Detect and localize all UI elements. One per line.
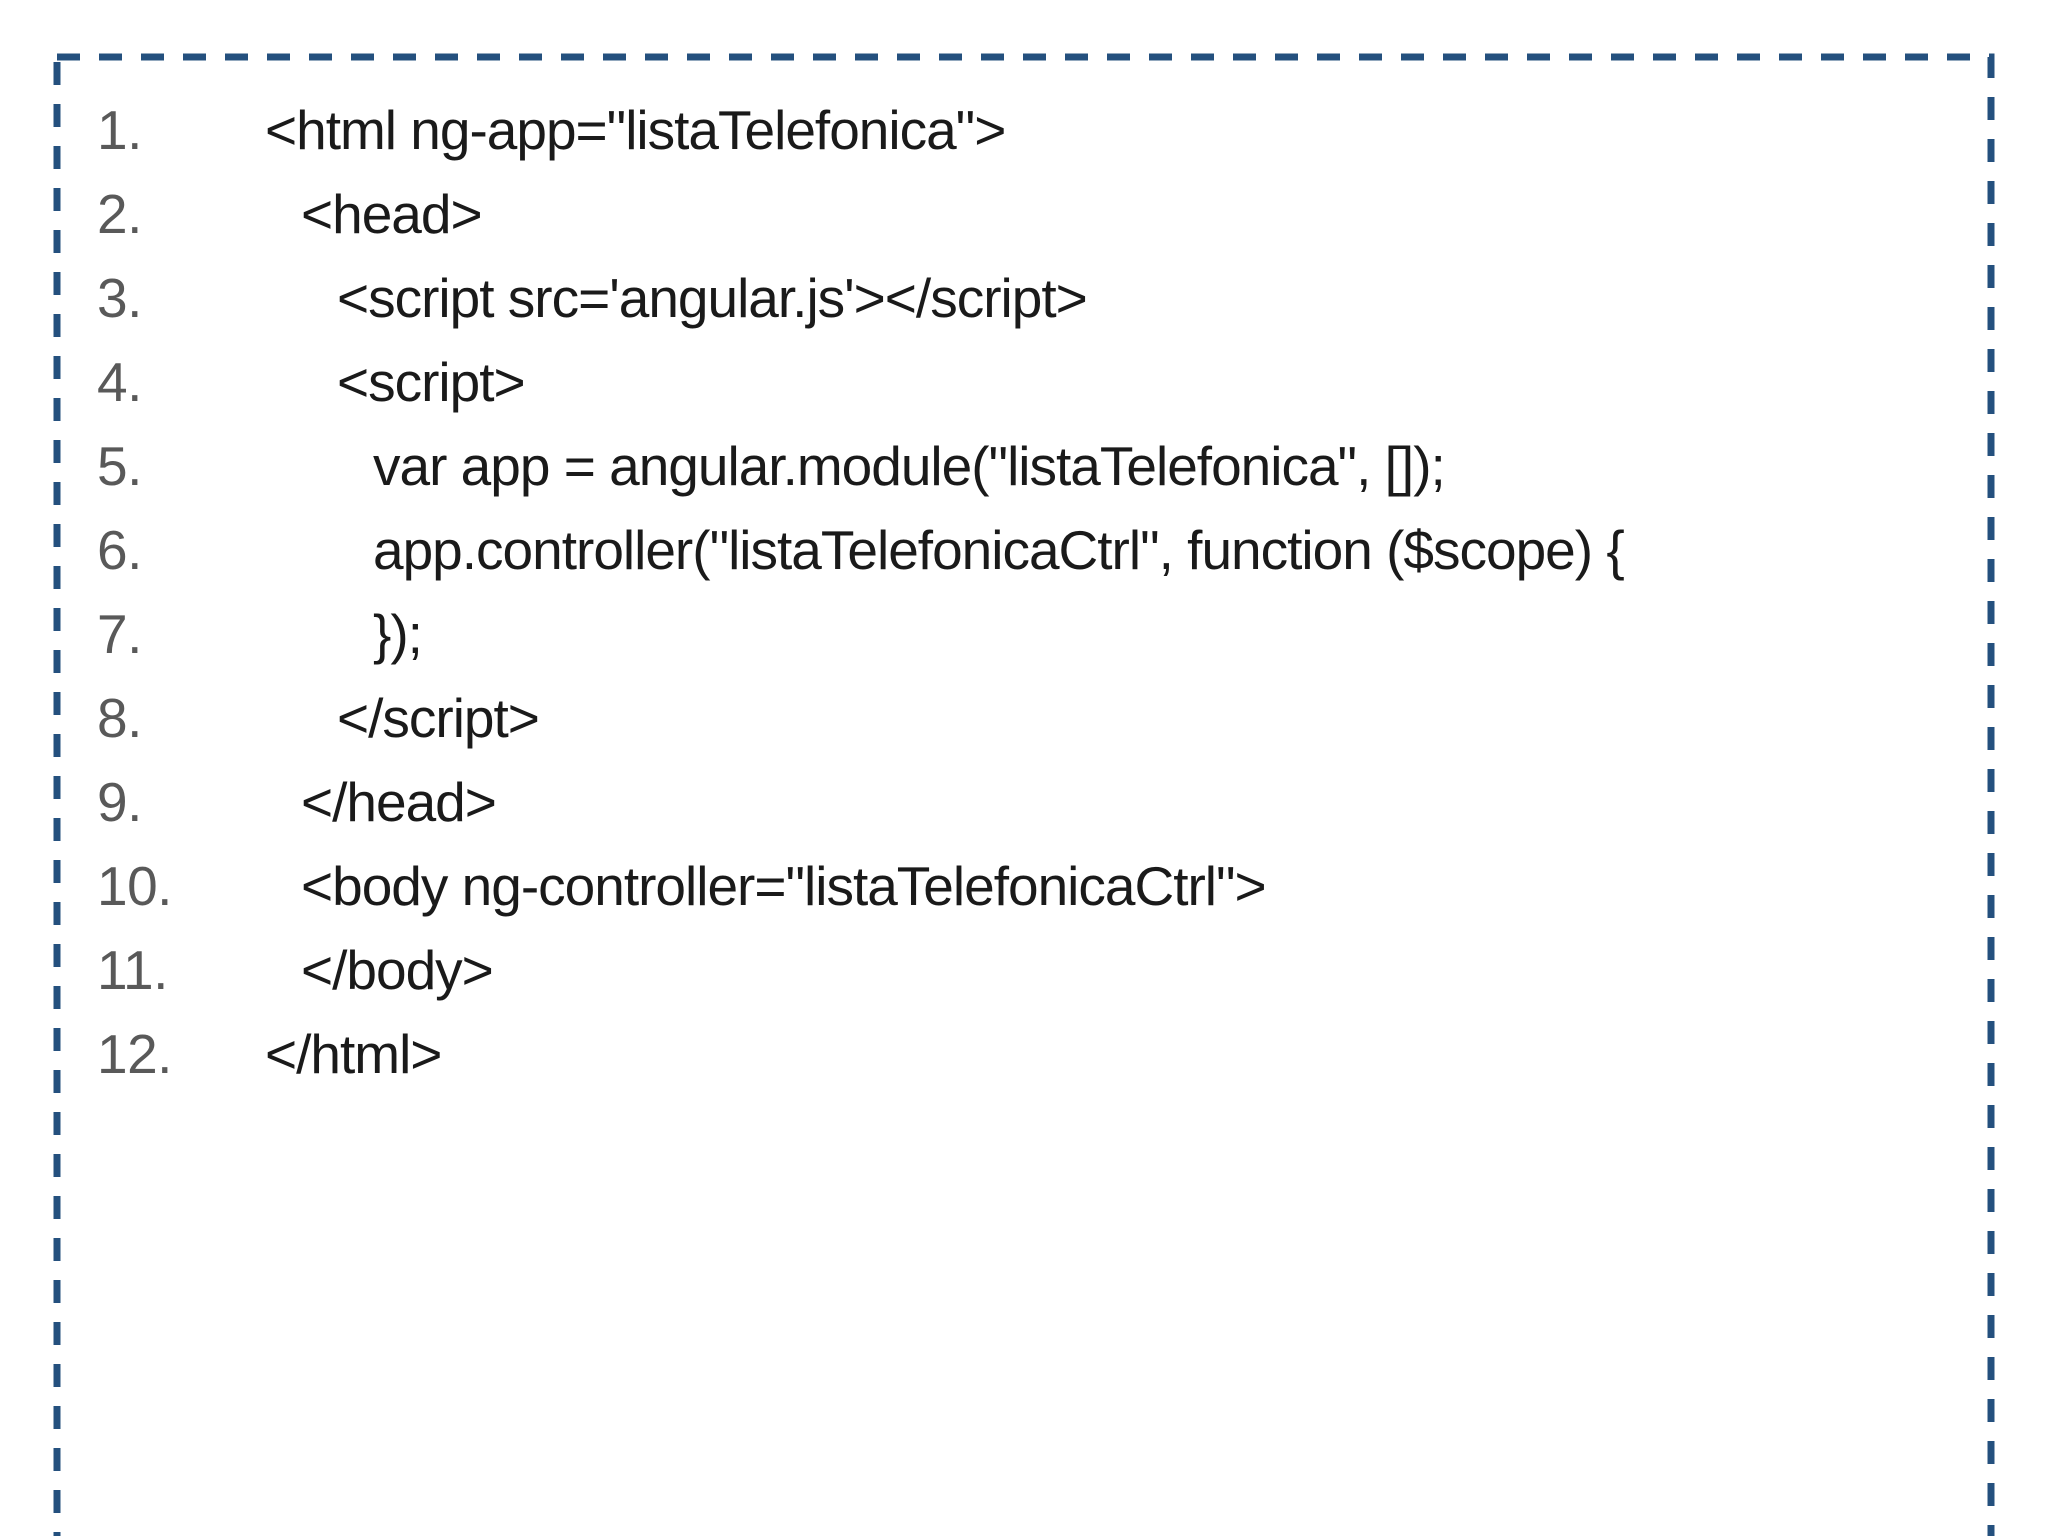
line-number: 7. xyxy=(97,603,142,665)
line-code: </head> xyxy=(301,771,497,833)
code-line: 1. <html ng-app="listaTelefonica"> xyxy=(97,88,1967,172)
line-code: </html> xyxy=(265,1023,442,1085)
line-code: </script> xyxy=(337,687,540,749)
code-line: 7. }); xyxy=(97,592,1967,676)
line-number: 8. xyxy=(97,687,142,749)
line-number: 9. xyxy=(97,771,142,833)
code-line: 6. app.controller("listaTelefonicaCtrl",… xyxy=(97,508,1967,592)
line-number: 3. xyxy=(97,267,142,329)
code-line: 2. <head> xyxy=(97,172,1967,256)
line-code: <script> xyxy=(337,351,526,413)
code-line: 8. </script> xyxy=(97,676,1967,760)
line-code: var app = angular.module("listaTelefonic… xyxy=(373,435,1446,497)
code-line: 10. <body ng-controller="listaTelefonica… xyxy=(97,844,1967,928)
code-line: 5. var app = angular.module("listaTelefo… xyxy=(97,424,1967,508)
code-line: 11. </body> xyxy=(97,928,1967,1012)
line-number: 12. xyxy=(97,1023,172,1085)
line-number: 10. xyxy=(97,855,172,917)
code-line: 9. </head> xyxy=(97,760,1967,844)
line-number: 11. xyxy=(97,939,168,1001)
line-code: <html ng-app="listaTelefonica"> xyxy=(265,99,1006,161)
line-code: </body> xyxy=(301,939,494,1001)
code-line: 12. </html> xyxy=(97,1012,1967,1096)
line-number: 2. xyxy=(97,183,142,245)
code-line: 3. <script src='angular.js'></script> xyxy=(97,256,1967,340)
line-code: <head> xyxy=(301,183,483,245)
line-code: <body ng-controller="listaTelefonicaCtrl… xyxy=(301,855,1267,917)
code-line: 4. <script> xyxy=(97,340,1967,424)
line-code: }); xyxy=(373,603,423,665)
line-number: 1. xyxy=(97,99,142,161)
line-number: 4. xyxy=(97,351,142,413)
line-code: <script src='angular.js'></script> xyxy=(337,267,1088,329)
line-number: 6. xyxy=(97,519,142,581)
line-code: app.controller("listaTelefonicaCtrl", fu… xyxy=(373,519,1625,581)
code-listing: 1. <html ng-app="listaTelefonica"> 2. <h… xyxy=(97,88,1967,1096)
line-number: 5. xyxy=(97,435,142,497)
